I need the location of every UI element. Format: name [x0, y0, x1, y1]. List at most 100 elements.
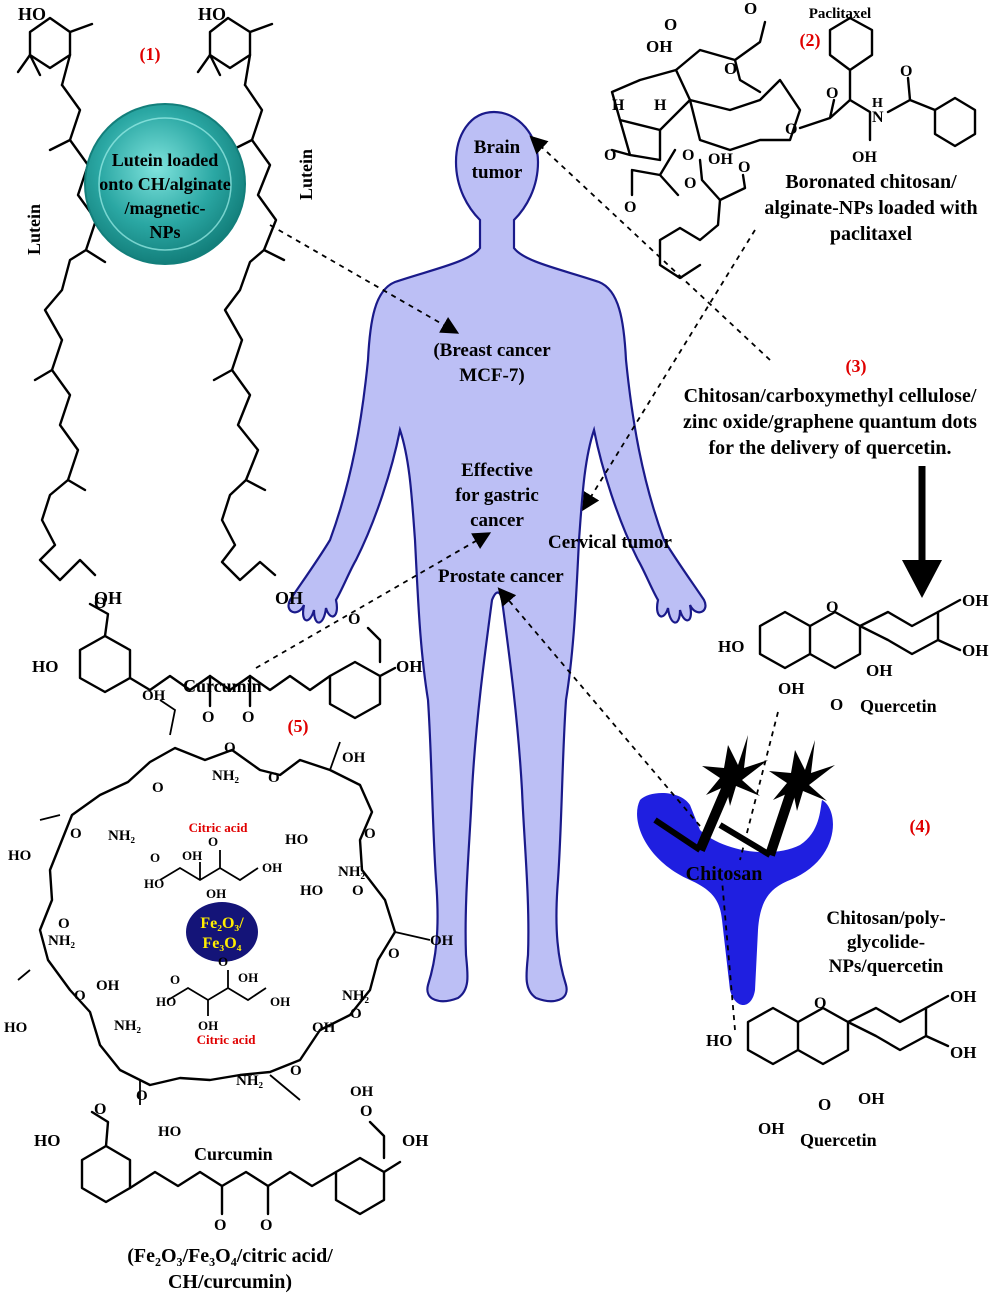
svg-text:O: O — [830, 695, 843, 714]
svg-text:OH: OH — [962, 641, 988, 660]
svg-text:alginate-NPs loaded with: alginate-NPs loaded with — [764, 197, 977, 219]
label-number-4: (4) — [910, 816, 931, 837]
quercetin-bottom-structure: HO O OH OH OH O OH Quercetin — [706, 987, 976, 1150]
boronated-chitosan-label: Boronated chitosan/ alginate-NPs loaded … — [764, 171, 977, 245]
svg-text:Citric acid: Citric acid — [197, 1032, 257, 1047]
svg-text:OH: OH — [182, 848, 202, 863]
svg-text:O: O — [814, 995, 826, 1012]
svg-text:OH: OH — [758, 1119, 784, 1138]
svg-text:/magnetic-: /magnetic- — [124, 198, 206, 218]
curcumin-formulation-caption: (Fe₂O₃/Fe₃O₄/citric acid/ CH/curcumin) — [127, 1245, 333, 1293]
svg-text:onto CH/alginate: onto CH/alginate — [99, 174, 231, 194]
svg-text:OH: OH — [238, 970, 258, 985]
svg-text:H: H — [612, 97, 625, 114]
chitosan-polyglycolide-label: Chitosan/poly- glycolide- NPs/quercetin — [826, 908, 945, 977]
svg-text:O: O — [214, 1217, 226, 1234]
svg-text:O: O — [94, 1101, 106, 1118]
svg-text:Fe₂O₃/: Fe₂O₃/ — [200, 915, 244, 932]
dashed-arrows — [255, 135, 779, 1031]
svg-text:Brain: Brain — [474, 137, 521, 158]
svg-text:tumor: tumor — [472, 162, 523, 183]
atom-oh: OH — [94, 588, 122, 608]
curcumin-top-structure: HO O O O O OH Curcumin — [32, 595, 422, 726]
svg-text:O: O — [738, 159, 750, 176]
svg-text:(Fe₂O₃/Fe₃O₄/citric acid/: (Fe₂O₃/Fe₃O₄/citric acid/ — [127, 1245, 333, 1267]
svg-text:O: O — [724, 59, 737, 78]
svg-text:HO: HO — [718, 637, 744, 656]
svg-text:H: H — [654, 97, 667, 114]
cervical-tumor-label: Cervical tumor — [548, 532, 673, 553]
svg-text:NH₂: NH₂ — [108, 828, 136, 844]
svg-text:O: O — [58, 916, 70, 932]
svg-text:Lutein loaded: Lutein loaded — [112, 150, 219, 170]
svg-text:HO: HO — [156, 994, 176, 1009]
quercetin-bottom-label: Quercetin — [800, 1130, 877, 1150]
svg-text:NH₂: NH₂ — [48, 933, 76, 949]
chitosan-carrier: Chitosan — [637, 735, 835, 1005]
svg-text:OH: OH — [962, 591, 988, 610]
svg-text:O: O — [136, 1088, 148, 1104]
lutein-right-structure: HO OH Lutein — [196, 4, 316, 608]
svg-text:O: O — [352, 883, 364, 899]
quercetin-top-label: Quercetin — [860, 696, 937, 716]
svg-text:O: O — [826, 599, 838, 616]
svg-text:O: O — [682, 147, 694, 164]
svg-text:OH: OH — [142, 688, 166, 704]
curcumin-bottom-structure: HO O O O O OH Curcumin — [34, 1101, 428, 1234]
chitosan-label: Chitosan — [686, 863, 763, 885]
svg-text:O: O — [684, 175, 696, 192]
label-number-5: (5) — [288, 716, 309, 737]
svg-text:zinc oxide/graphene quantum do: zinc oxide/graphene quantum dots — [683, 411, 977, 433]
chitosan-cmc-label: Chitosan/carboxymethyl cellulose/ zinc o… — [683, 385, 977, 459]
svg-text:OH: OH — [646, 37, 672, 56]
svg-text:O: O — [350, 1006, 362, 1022]
svg-text:NH₂: NH₂ — [236, 1073, 264, 1089]
svg-text:HO: HO — [32, 657, 58, 676]
svg-text:O: O — [785, 121, 797, 138]
svg-text:OH: OH — [396, 657, 422, 676]
paclitaxel-name: Paclitaxel — [809, 6, 871, 22]
svg-text:O: O — [818, 1095, 831, 1114]
brain-tumor-label: Brain tumor — [472, 137, 523, 183]
svg-text:for gastric: for gastric — [455, 485, 539, 506]
svg-text:OH: OH — [262, 860, 282, 875]
svg-text:O: O — [224, 740, 236, 756]
svg-text:O: O — [900, 63, 912, 80]
svg-text:for the delivery of quercetin.: for the delivery of quercetin. — [708, 437, 951, 459]
gastric-cancer-label: Effective for gastric cancer — [455, 460, 539, 531]
svg-text:H: H — [872, 96, 883, 111]
svg-text:OH: OH — [96, 978, 120, 994]
svg-text:O: O — [242, 709, 254, 726]
quercetin-top-structure: HO O OH OH OH O OH Quercetin — [718, 591, 988, 716]
svg-text:O: O — [202, 709, 214, 726]
svg-text:HO: HO — [706, 1031, 732, 1050]
svg-text:Chitosan/carboxymethyl cellulo: Chitosan/carboxymethyl cellulose/ — [684, 385, 977, 407]
svg-text:OH: OH — [950, 987, 976, 1006]
label-number-1: (1) — [140, 44, 161, 65]
label-number-2: (2) — [800, 30, 821, 51]
svg-text:O: O — [170, 972, 180, 987]
svg-text:OH: OH — [858, 1089, 884, 1108]
svg-text:glycolide-: glycolide- — [847, 932, 925, 953]
svg-text:O: O — [360, 1103, 372, 1120]
svg-text:O: O — [290, 1063, 302, 1079]
down-arrow — [902, 466, 942, 598]
svg-text:O: O — [152, 780, 164, 796]
breast-cancer-label: (Breast cancer MCF-7) — [433, 340, 551, 386]
arrow-curcumin-to-gastric — [255, 532, 492, 669]
svg-text:NH₂: NH₂ — [338, 864, 366, 880]
svg-text:OH: OH — [198, 1018, 218, 1033]
svg-text:O: O — [604, 147, 616, 164]
svg-text:O: O — [364, 826, 376, 842]
svg-text:Chitosan/poly-: Chitosan/poly- — [826, 908, 945, 929]
curcumin-top-label: Curcumin — [183, 676, 262, 696]
svg-text:HO: HO — [4, 1020, 27, 1036]
svg-text:O: O — [150, 850, 160, 865]
svg-text:O: O — [268, 770, 280, 786]
lutein-left-label: Lutein — [24, 204, 44, 255]
svg-text:OH: OH — [430, 933, 454, 949]
svg-text:HO: HO — [285, 832, 308, 848]
curcumin-bottom-label: Curcumin — [194, 1144, 273, 1164]
atom-ho: HO — [18, 4, 46, 24]
